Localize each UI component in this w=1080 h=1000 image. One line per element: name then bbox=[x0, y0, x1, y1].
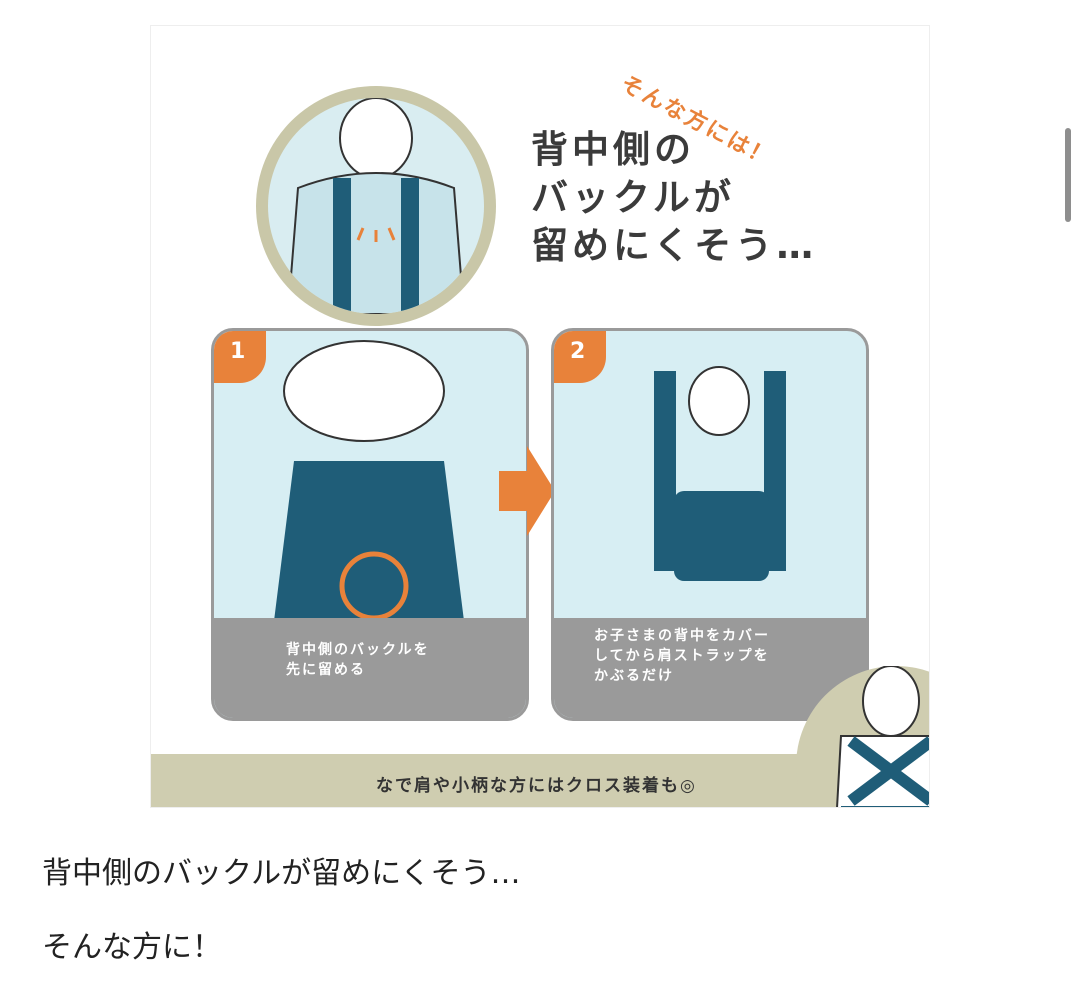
step-caption: お子さまの背中をカバー してから肩ストラップを かぶるだけ bbox=[554, 618, 866, 718]
caption-line: してから肩ストラップを bbox=[594, 648, 770, 664]
back-buckle-illustration bbox=[268, 98, 484, 314]
caption-line: 先に留める bbox=[286, 662, 366, 678]
step-panel-1: 1 背中側のバックルを 先に留める bbox=[211, 328, 529, 721]
caption-line: かぶるだけ bbox=[594, 668, 674, 684]
headline-line: 背中側の bbox=[531, 128, 695, 171]
cross-wear-illustration bbox=[796, 665, 929, 807]
description-line: そんな方に！ bbox=[42, 930, 222, 965]
product-image[interactable]: そんな方には！ 背中側の バックルが 留めにくそう… 1 背中側のバックルを 先… bbox=[150, 25, 930, 808]
description-line: 背中側のバックルが留めにくそう… bbox=[42, 856, 521, 891]
step-panel-2: 2 お子さまの背中をカバー してから肩ストラップを かぶるだけ bbox=[551, 328, 869, 721]
scrollbar[interactable] bbox=[1065, 128, 1071, 222]
caption-line: 背中側のバックルを bbox=[286, 642, 430, 658]
step-caption: 背中側のバックルを 先に留める bbox=[214, 618, 526, 718]
caption-line: お子さまの背中をカバー bbox=[594, 628, 770, 644]
step-number: 1 bbox=[214, 331, 266, 383]
headline-line: バックルが bbox=[531, 176, 735, 219]
headline: 背中側の バックルが 留めにくそう… bbox=[531, 126, 817, 270]
footer-text: なで肩や小柄な方にはクロス装着も◎ bbox=[376, 776, 697, 796]
arrow-right-icon bbox=[499, 446, 555, 536]
step-number: 2 bbox=[554, 331, 606, 383]
headline-line: 留めにくそう… bbox=[531, 224, 818, 267]
